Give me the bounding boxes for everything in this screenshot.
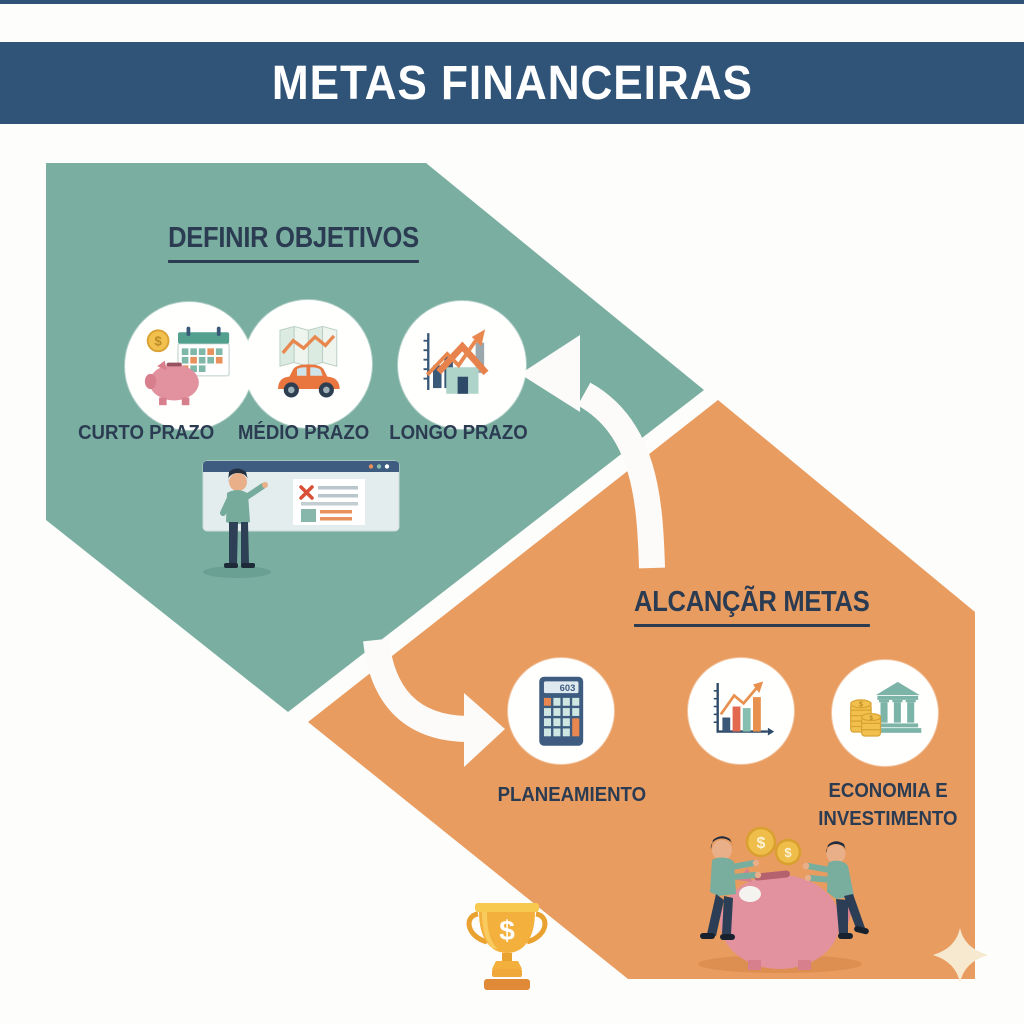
svg-text:$: $ xyxy=(499,915,515,946)
person-presenting-checklist xyxy=(202,460,400,578)
economia-investimento-label: ECONOMIA E INVESTIMENTO xyxy=(818,780,958,830)
top-accent-strip xyxy=(0,0,1024,4)
two-people-pushing-piggy-bank: $ $ xyxy=(698,826,869,973)
arrow-right-icon xyxy=(363,638,505,767)
medio-prazo-label: MÉDIO PRAZO xyxy=(238,422,370,444)
calculator-display: 603 xyxy=(559,682,575,693)
economia-investimento-circle: $ $ xyxy=(832,660,938,766)
planeamiento-circle: 603 xyxy=(508,658,614,764)
longo-prazo-label: LONGO PRAZO xyxy=(388,422,528,444)
dollar-trophy: $ xyxy=(466,903,548,990)
growth-chart-circle xyxy=(688,658,794,764)
map-car-icon xyxy=(277,325,340,398)
house-growth-chart-icon xyxy=(423,329,489,394)
header-band: METAS FINANCEIRAS xyxy=(0,42,1024,124)
medio-prazo-circle xyxy=(244,300,372,428)
svg-text:$: $ xyxy=(869,715,873,722)
longo-prazo-circle xyxy=(398,301,526,429)
curto-prazo-label: CURTO PRAZO xyxy=(77,422,215,444)
sparkle-star xyxy=(933,928,988,983)
achieve-section-panel xyxy=(308,400,975,979)
svg-text:$: $ xyxy=(784,845,792,860)
growth-bar-chart-icon xyxy=(713,681,774,736)
define-section-heading: DEFINIR OBJETIVOS xyxy=(93,222,493,263)
achieve-section-heading: ALCANÇÃR METAS xyxy=(552,586,952,627)
svg-text:$: $ xyxy=(154,333,162,348)
bank-coins-icon: $ $ xyxy=(849,681,922,737)
svg-text:$: $ xyxy=(757,835,766,852)
svg-text:$: $ xyxy=(859,701,863,708)
planeamiento-label: PLANEAMIENTO xyxy=(497,784,647,806)
curto-prazo-circle: $ xyxy=(125,302,253,430)
calculator-icon: 603 xyxy=(539,676,583,746)
piggy-bank-calendar-icon: $ xyxy=(144,326,230,405)
arrow-left-icon xyxy=(520,335,665,569)
page-title: METAS FINANCEIRAS xyxy=(271,56,753,110)
